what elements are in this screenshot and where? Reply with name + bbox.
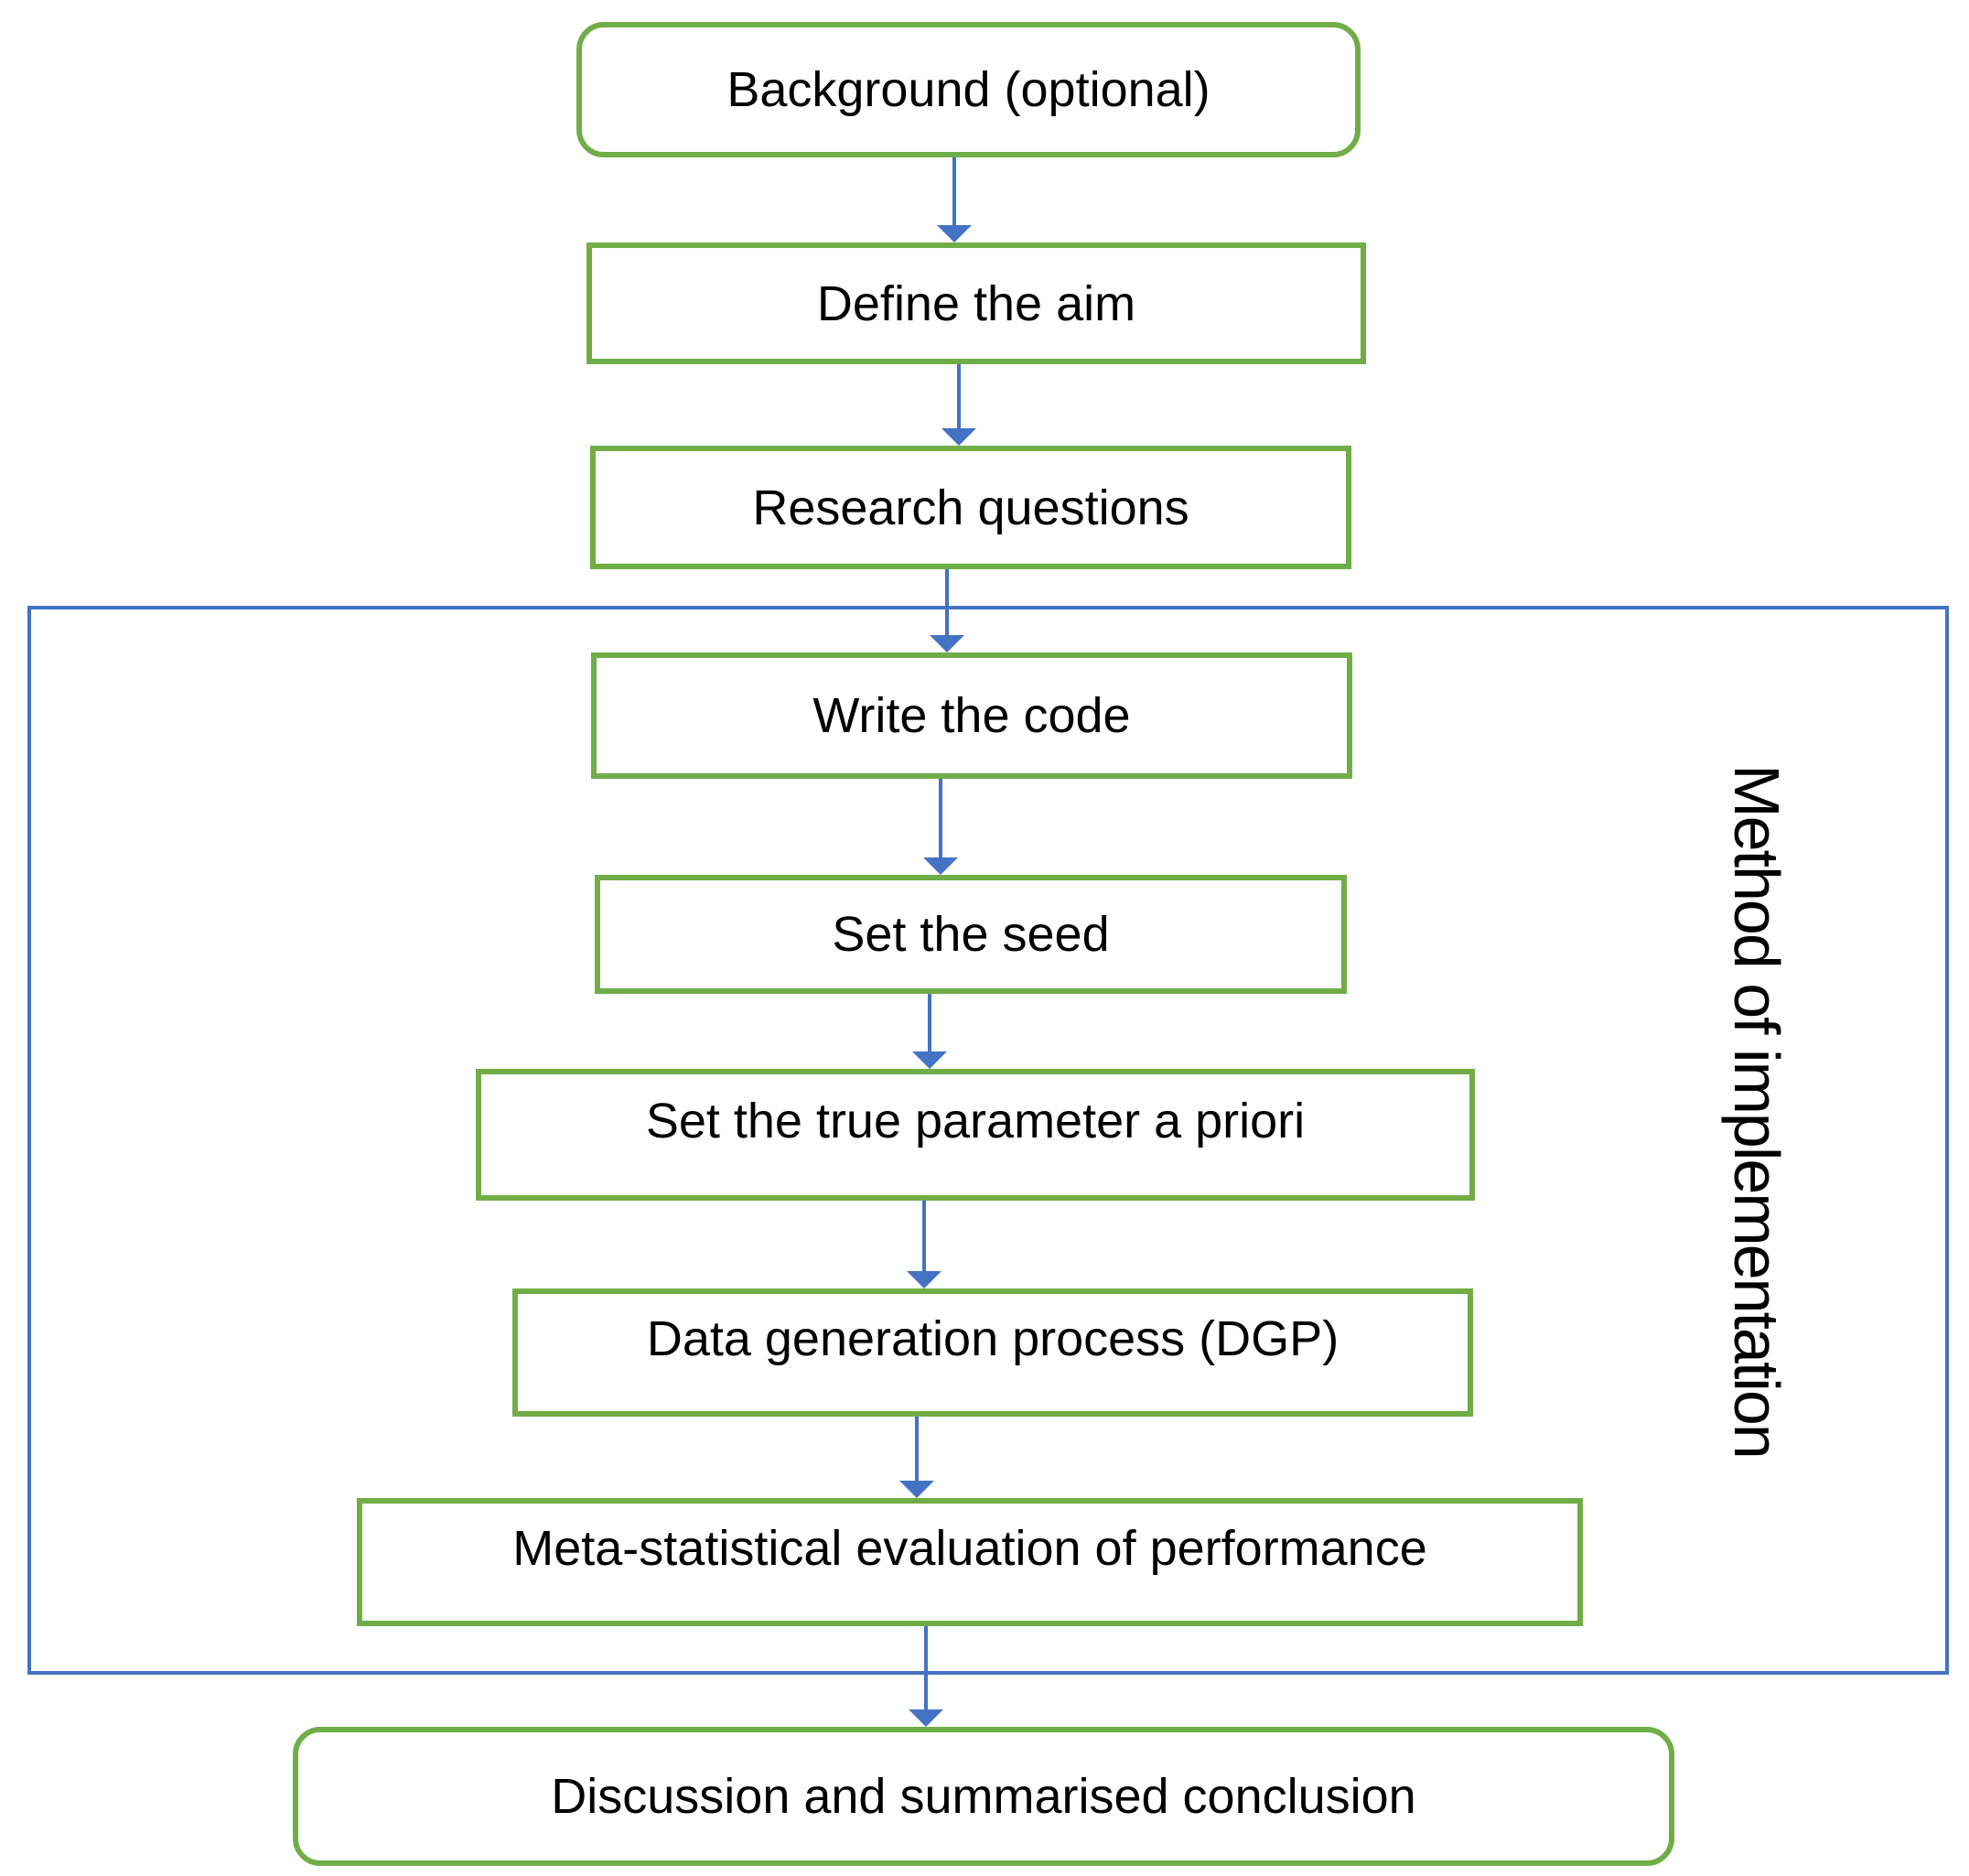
node-set-true-parameter: Set the true parameter a priori (476, 1069, 1475, 1201)
arrow-down-icon (899, 1481, 934, 1498)
arrow-shaft (922, 1201, 926, 1274)
node-set-seed-label: Set the seed (832, 907, 1110, 962)
node-set-seed: Set the seed (595, 875, 1347, 994)
arrow-set-seed-to-set-true-parameter (912, 994, 947, 1069)
arrow-down-icon (937, 225, 972, 243)
arrow-shaft (952, 157, 956, 228)
node-research-questions: Research questions (590, 446, 1351, 569)
node-define-aim: Define the aim (586, 243, 1366, 364)
arrow-shaft (957, 364, 961, 431)
arrow-down-icon (912, 1051, 947, 1069)
method-of-implementation-label: Method of implementation (1721, 764, 1792, 1458)
arrow-background-to-define-aim (937, 157, 972, 243)
arrow-shaft (945, 569, 949, 638)
node-background: Background (optional) (576, 22, 1361, 157)
arrow-shaft (924, 1626, 928, 1712)
arrow-shaft (915, 1417, 919, 1483)
arrow-down-icon (930, 635, 964, 652)
arrow-research-questions-to-write-code (930, 569, 964, 652)
arrow-down-icon (941, 428, 976, 446)
node-write-code: Write the code (591, 652, 1352, 779)
node-meta-statistical-evaluation: Meta-statistical evaluation of performan… (357, 1498, 1583, 1626)
arrow-shaft (928, 994, 931, 1054)
node-set-true-parameter-label: Set the true parameter a priori (645, 1094, 1306, 1148)
method-of-implementation-frame (27, 606, 1949, 1675)
arrow-down-icon (907, 1271, 941, 1288)
arrow-write-code-to-set-seed (923, 779, 958, 875)
arrow-define-aim-to-research-questions (941, 364, 976, 446)
arrow-set-true-parameter-to-dgp (907, 1201, 941, 1288)
node-write-code-label: Write the code (812, 688, 1131, 743)
node-discussion-conclusion-label: Discussion and summarised conclusion (551, 1769, 1416, 1824)
node-define-aim-label: Define the aim (816, 275, 1136, 331)
arrow-dgp-to-meta-statistical-evaluation (899, 1417, 934, 1498)
arrow-shaft (939, 779, 942, 860)
node-background-label: Background (optional) (726, 62, 1210, 117)
node-discussion-conclusion: Discussion and summarised conclusion (293, 1727, 1674, 1866)
arrow-down-icon (909, 1709, 943, 1727)
arrow-meta-statistical-evaluation-to-discussion (909, 1626, 943, 1727)
node-data-generation-process-label: Data generation process (DGP) (646, 1311, 1340, 1366)
arrow-down-icon (923, 857, 958, 875)
node-data-generation-process: Data generation process (DGP) (512, 1288, 1473, 1417)
node-research-questions-label: Research questions (752, 480, 1189, 535)
node-meta-statistical-evaluation-label: Meta-statistical evaluation of performan… (512, 1521, 1427, 1576)
